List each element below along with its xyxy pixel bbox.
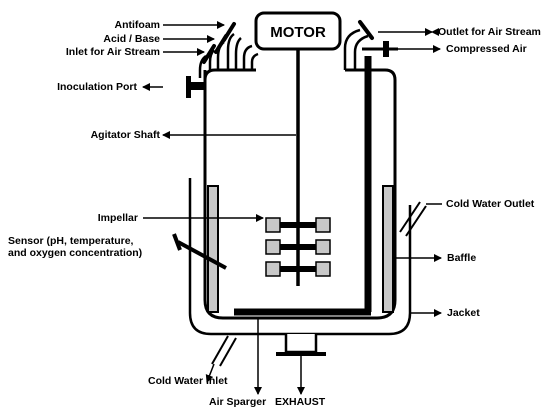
compressed-air-valve: [362, 41, 398, 57]
exhaust-nozzle: [276, 334, 326, 356]
label-compressed-air: Compressed Air: [446, 43, 527, 55]
label-inoculation-port: Inoculation Port: [57, 81, 137, 93]
inoculation-port: [186, 76, 205, 98]
label-air-sparger: Air Sparger: [209, 396, 266, 407]
outlet-valve: [358, 20, 374, 40]
label-impellar: Impellar: [98, 212, 138, 224]
sensor-probe: [172, 233, 227, 270]
label-inlet-air-stream: Inlet for Air Stream: [66, 46, 160, 58]
label-acid-base: Acid / Base: [103, 33, 160, 45]
label-sensor-line2: and oxygen concentration): [8, 247, 142, 259]
inlet-valves: [202, 22, 236, 64]
label-cold-water-inlet: Cold Water Inlet: [148, 375, 228, 387]
cold-water-outlet-pipe: [399, 201, 427, 237]
baffle-right: [382, 185, 394, 313]
label-jacket: Jacket: [447, 307, 480, 319]
label-baffle: Baffle: [447, 252, 476, 264]
air-sparger-pipe: [234, 56, 372, 316]
label-exhaust: EXHAUST: [275, 396, 326, 407]
impeller: [265, 217, 331, 277]
cold-water-inlet-pipe: [211, 335, 237, 367]
outlet-tubes-right: [343, 28, 369, 70]
label-sensor-line1: Sensor (pH, temperature,: [8, 235, 134, 247]
label-outlet-air-stream: Outlet for Air Stream: [438, 26, 541, 38]
leader-arrows: [142, 21, 442, 395]
motor-label: MOTOR: [270, 24, 326, 41]
vessel-wall: [203, 70, 397, 320]
label-antifoam: Antifoam: [115, 19, 161, 31]
baffle-left: [207, 185, 219, 313]
vessel-top: [203, 68, 397, 92]
label-agitator-shaft: Agitator Shaft: [91, 129, 161, 141]
label-cold-water-outlet: Cold Water Outlet: [446, 198, 535, 210]
motor: MOTOR: [254, 11, 342, 51]
